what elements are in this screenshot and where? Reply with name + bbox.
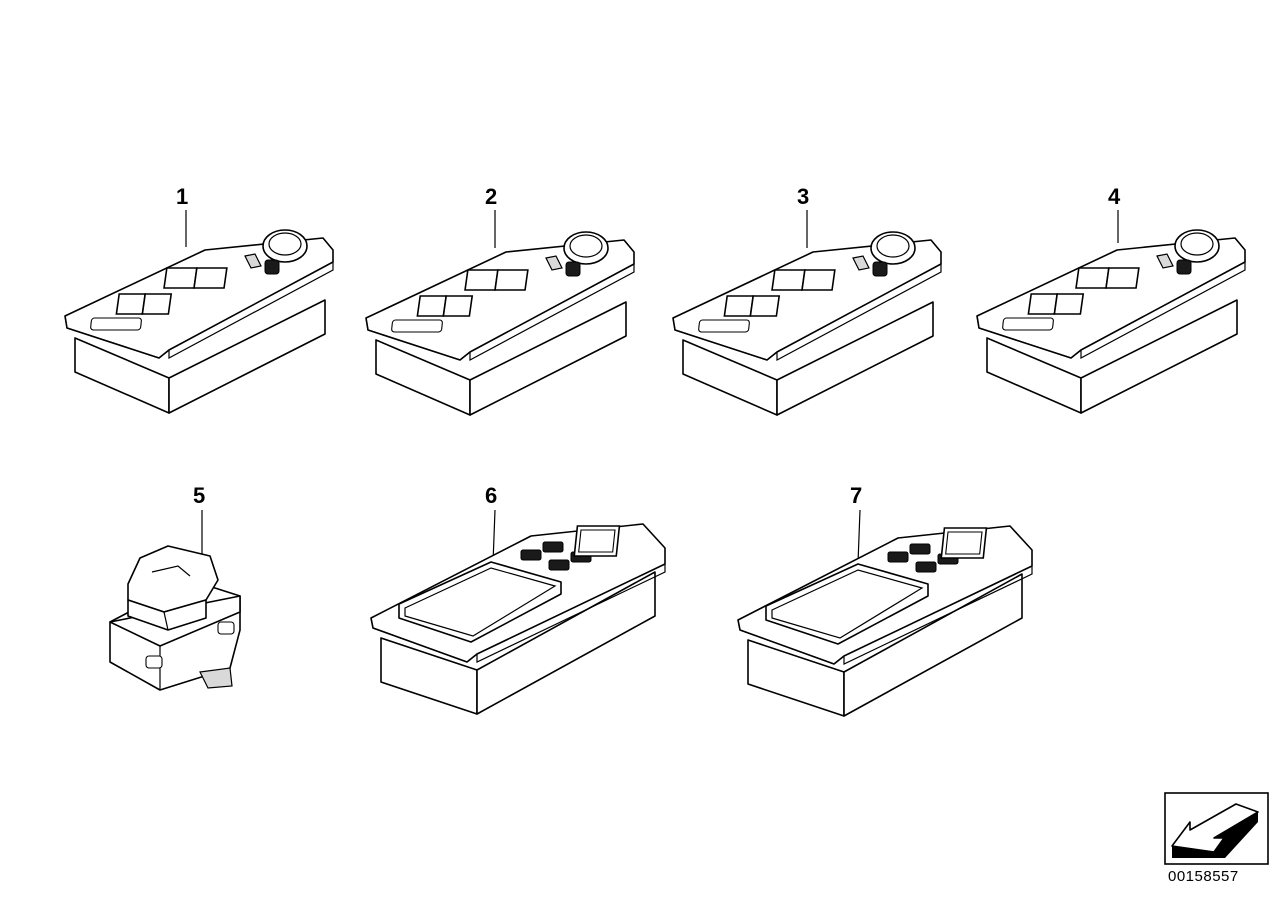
callout-4: 4	[1108, 184, 1121, 209]
part-2-switch-block	[365, 210, 635, 416]
callout-1: 1	[176, 184, 188, 209]
part-5-single-switch	[109, 510, 241, 691]
part-6-switch-block	[370, 509, 666, 715]
document-number: 00158557	[1168, 868, 1239, 885]
part-3-switch-block	[672, 210, 942, 416]
callout-6: 6	[485, 483, 497, 508]
callout-5: 5	[193, 483, 205, 508]
callout-2: 2	[485, 184, 497, 209]
bmw-direction-arrow-icon	[1164, 792, 1269, 865]
callout-3: 3	[797, 184, 809, 209]
part-7-switch-block	[737, 509, 1033, 717]
part-4-switch-block	[976, 210, 1246, 414]
callout-7: 7	[850, 483, 862, 508]
part-1-switch-block	[64, 210, 334, 414]
